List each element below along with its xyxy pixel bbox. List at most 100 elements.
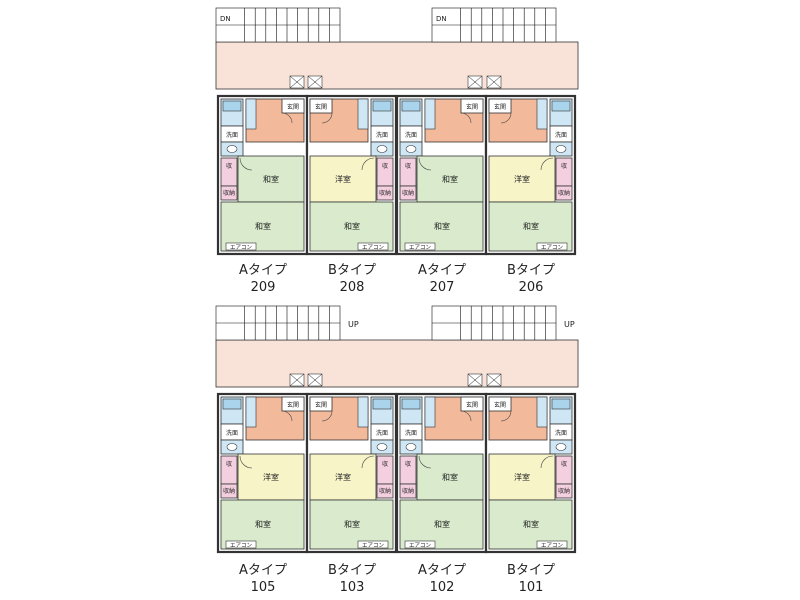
entry-label: 玄関 [466,103,478,111]
entry [309,98,333,114]
storage-label: 収納 [402,487,414,495]
mid-room-label: 洋室 [335,174,351,184]
entry-label: 玄関 [315,103,327,111]
meter-cross [307,373,323,387]
entry-label: 玄関 [494,103,506,111]
door-swing [540,157,554,171]
storage-label-char: 収 [561,461,567,468]
entry [460,396,484,412]
storage-label-char: 収 [405,461,411,468]
storage-label: 収 [226,461,232,468]
storage-closet [555,483,573,499]
aircon-label: エアコン [362,542,385,549]
door-swing [239,455,253,469]
unit-number: 101 [518,580,544,595]
mid-room [416,155,484,203]
door-swing [321,112,333,124]
bathtub [551,100,571,112]
aircon-tag [536,540,568,549]
storage-closet [376,483,394,499]
entry-label: 玄関 [466,401,478,409]
bathtub [401,398,421,410]
aircon-tag [404,540,436,549]
mid-room [237,453,305,501]
entry [460,98,484,114]
kitchen-counter [245,396,257,428]
corridor-deck [215,339,579,388]
meter-cross [467,373,483,387]
meter-cross [486,75,502,89]
toilet-fixture [226,145,238,153]
unit-label-207: Aタイプ 207 [397,262,487,296]
aircon-label: エアコン [409,244,432,251]
kitchen-counter [424,98,436,130]
bathtub [222,100,242,112]
storage-label: 収 [405,461,411,468]
door-swing [418,455,432,469]
kitchen-counter [536,98,548,130]
corridor-deck [215,41,579,90]
unit-type: Aタイプ [239,263,287,278]
storage-label: 収納 [558,189,570,197]
storage-label-char: 収 [382,163,388,170]
unit-label-101: Bタイプ 101 [486,562,576,596]
toilet-fixture [405,443,417,451]
toilet-fixture [555,443,567,451]
unit-type: Aタイプ [418,263,466,278]
door-swing [239,157,253,171]
unit-type: Aタイプ [239,563,287,578]
wash-label: 洗面 [376,429,388,437]
mid-room [416,453,484,501]
unit-number: 207 [429,280,455,295]
toilet-fixture [555,145,567,153]
tatami-room-label: 和室 [255,221,271,231]
door-swing [361,157,375,171]
aircon-label: エアコン [409,542,432,549]
aircon-label: エアコン [230,542,253,549]
toilet-fixture [226,443,238,451]
door-swing [460,410,472,422]
stair-direction-label: UP [564,320,575,329]
unit-number: 102 [429,580,455,595]
mid-room-label: 洋室 [263,472,279,482]
storage-label: 収納 [379,487,391,495]
door-swing [281,410,293,422]
unit-type: Bタイプ [507,563,555,578]
entry-label: 玄関 [287,103,299,111]
mid-room [309,453,377,501]
storage-label: 収 [561,163,567,170]
tatami-room-label: 和室 [434,221,450,231]
aircon-tag [404,242,436,251]
kitchen-counter [424,396,436,428]
storage-label-char: 収 [226,461,232,468]
entry [281,396,305,412]
toilet-fixture [376,145,388,153]
wash-label: 洗面 [226,429,238,437]
aircon-tag [536,242,568,251]
tatami-room-label: 和室 [255,519,271,529]
aircon-label: エアコン [541,244,564,251]
mid-room-label: 洋室 [335,472,351,482]
storage-label-char: 収 [405,163,411,170]
storage-label: 収納 [402,189,414,197]
storage-label: 収納 [223,487,235,495]
mid-room-label: 和室 [442,472,458,482]
wash-label: 洗面 [405,429,417,437]
wash-label: 洗面 [405,131,417,139]
aircon-tag [357,242,389,251]
door-swing [540,455,554,469]
entry-label: 玄関 [287,401,299,409]
wash-label: 洗面 [376,131,388,139]
mid-room [237,155,305,203]
unit-type: Bタイプ [328,263,376,278]
